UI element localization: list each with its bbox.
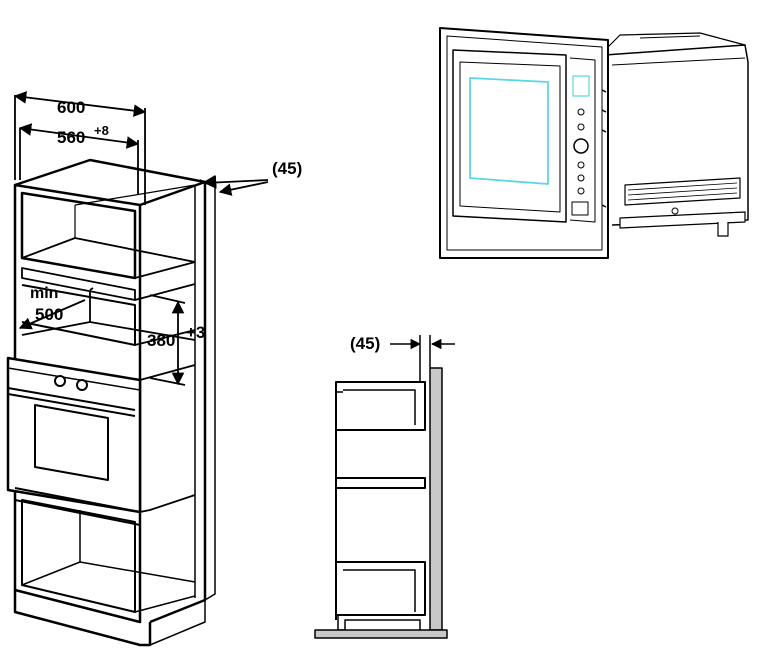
microwave-drawing — [439, 27, 749, 259]
width-inner-label: 560 — [57, 128, 85, 147]
rear-gap-label: (45) — [272, 159, 302, 178]
depth-min-value: 500 — [35, 305, 63, 324]
width-outer-label: 600 — [57, 98, 85, 117]
niche-height-tolerance: +3 — [186, 323, 205, 342]
side-rear-gap-label: (45) — [350, 334, 380, 353]
tall-cabinet-drawing — [6, 158, 216, 647]
width-inner-tolerance: +8 — [94, 123, 109, 138]
dimension-lines — [13, 91, 269, 386]
side-section-drawing — [314, 335, 455, 639]
depth-min-label: min — [30, 285, 58, 302]
niche-height-label: 380 — [147, 331, 175, 350]
